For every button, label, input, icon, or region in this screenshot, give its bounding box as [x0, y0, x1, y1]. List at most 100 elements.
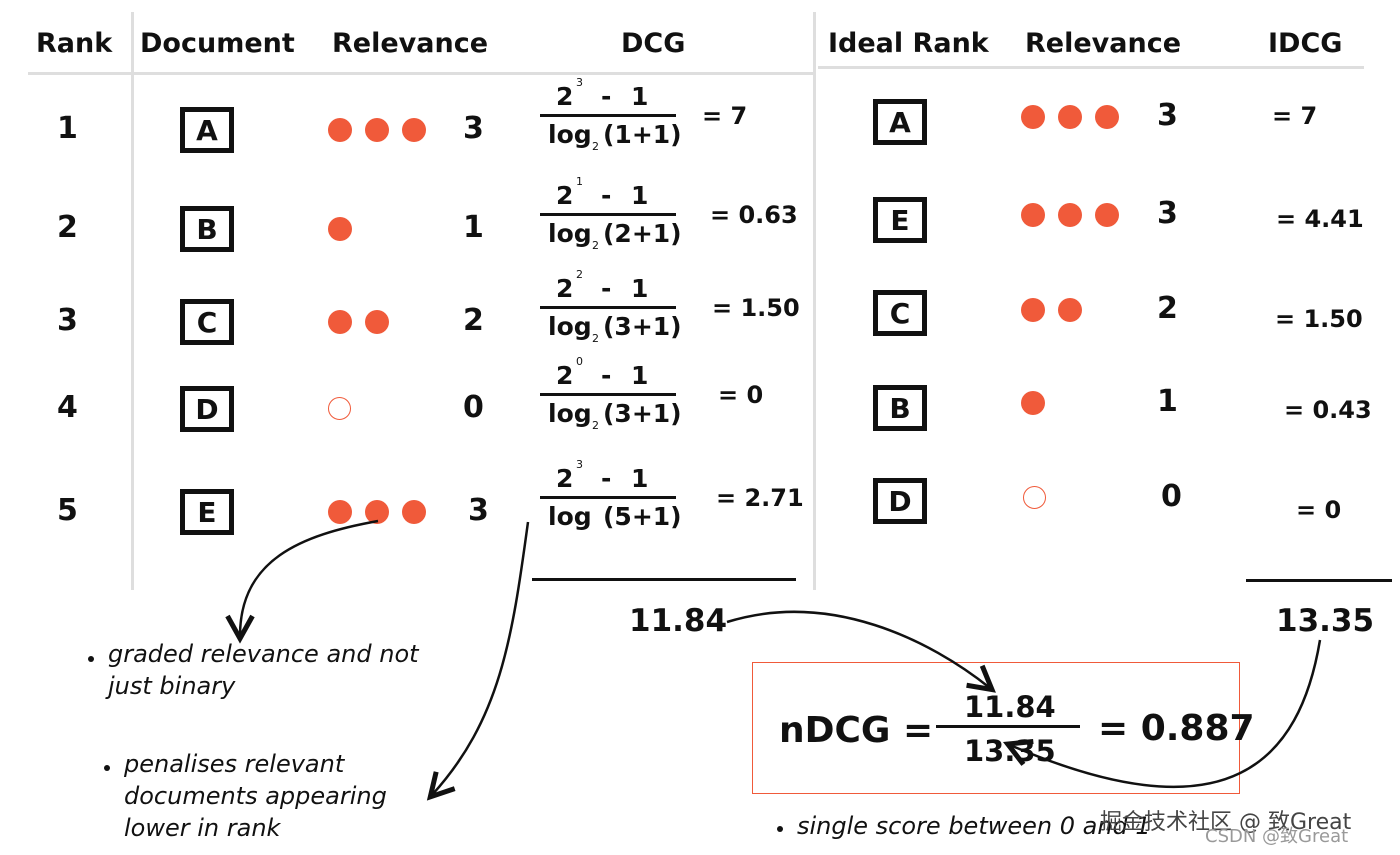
gain-exponent: 1 [576, 175, 583, 188]
bullet-graded [88, 656, 94, 662]
arrow-graded [240, 519, 379, 636]
document-box: B [180, 206, 234, 252]
document-box: C [180, 299, 234, 345]
ideal-relevance-dot [1058, 298, 1082, 322]
log-argument: (3+1) [603, 312, 682, 341]
header-rule-left [28, 72, 814, 75]
ideal-relevance-value: 3 [1157, 196, 1178, 231]
note-single: single score between 0 and 1 [797, 812, 1151, 840]
log-base: 2 [592, 332, 599, 345]
log-text: log [548, 120, 592, 149]
gain-one: 1 [631, 361, 649, 390]
bullet-penalises [104, 765, 110, 771]
document-box: E [180, 489, 234, 535]
log-base: 2 [592, 140, 599, 153]
dcg-total: 11.84 [629, 603, 728, 639]
document-box: A [180, 107, 234, 153]
relevance-dot [328, 118, 352, 142]
relevance-dot [402, 500, 426, 524]
gain-exponent: 3 [576, 76, 583, 89]
ndcg-fraction-bar [936, 725, 1080, 728]
relevance-value: 3 [463, 111, 484, 146]
ideal-document-box: D [873, 478, 927, 524]
ideal-relevance-dot [1021, 391, 1045, 415]
ideal-relevance-dot [1095, 203, 1119, 227]
header-relevance-ideal: Relevance [1025, 28, 1182, 59]
rank-number: 1 [57, 111, 78, 146]
ideal-relevance-dot [1021, 203, 1045, 227]
ideal-relevance-value: 3 [1157, 98, 1178, 133]
header-rule-right [818, 66, 1364, 69]
log-text: log [548, 399, 592, 428]
header-rank: Rank [36, 28, 113, 59]
rank-number: 2 [57, 210, 78, 245]
ideal-relevance-dot [1021, 298, 1045, 322]
column-divider-2 [813, 12, 816, 590]
note-penal-line3: lower in rank [124, 814, 281, 842]
ideal-document-box: C [873, 290, 927, 336]
ideal-relevance-dot [1021, 105, 1045, 129]
gain-one: 1 [631, 274, 649, 303]
relevance-value: 0 [463, 390, 484, 425]
idcg-term-result: = 1.50 [1275, 305, 1363, 333]
header-ideal-rank: Ideal Rank [828, 28, 989, 59]
log-text: log [548, 219, 592, 248]
dcg-term-result: = 7 [702, 102, 748, 130]
gain-exponent: 2 [576, 268, 583, 281]
log-argument: (2+1) [603, 219, 682, 248]
arrow-dcg-to-num [726, 610, 990, 688]
arrow-penalises [432, 521, 530, 795]
header-relevance: Relevance [332, 28, 489, 59]
gain-one: 1 [631, 464, 649, 493]
idcg-total: 13.35 [1276, 603, 1375, 639]
header-dcg: DCG [621, 28, 686, 59]
idcg-term-result: = 0.43 [1284, 396, 1372, 424]
relevance-dot [328, 217, 352, 241]
ideal-relevance-value: 0 [1161, 479, 1182, 514]
header-idcg: IDCG [1268, 28, 1343, 59]
idcg-term-result: = 4.41 [1276, 205, 1364, 233]
log-text: log [548, 502, 592, 531]
gain-base: 2 [556, 361, 574, 390]
ideal-relevance-dot [1058, 203, 1082, 227]
ndcg-label: nDCG = [779, 710, 934, 751]
document-box: D [180, 386, 234, 432]
relevance-dot [328, 310, 352, 334]
watermark-line1: 掘金技术社区 @ 致Great [1100, 810, 1352, 835]
watermark-line2: CSDN @致Great [1205, 826, 1349, 847]
note-penal-line1: penalises relevant [124, 750, 345, 778]
fraction-bar [540, 213, 676, 216]
dcg-term-result: = 1.50 [712, 294, 800, 322]
gain-exponent: 0 [576, 355, 583, 368]
relevance-dot [365, 118, 389, 142]
ideal-relevance-value: 2 [1157, 291, 1178, 326]
relevance-dot-empty [328, 397, 351, 420]
relevance-dot [328, 500, 352, 524]
column-divider-1 [131, 12, 134, 590]
note-graded-line2: just binary [108, 672, 236, 700]
gain-base: 2 [556, 464, 574, 493]
dcg-term-result: = 2.71 [716, 484, 804, 512]
log-argument: (1+1) [603, 120, 682, 149]
bullet-single [777, 826, 783, 832]
ideal-document-box: B [873, 385, 927, 431]
ideal-document-box: A [873, 99, 927, 145]
note-graded-line1: graded relevance and not [108, 640, 419, 668]
ndcg-box [752, 662, 1240, 794]
gain-base: 2 [556, 274, 574, 303]
rank-number: 5 [57, 493, 78, 528]
log-text: log [548, 312, 592, 341]
ndcg-numerator: 11.84 [964, 690, 1056, 724]
idcg-term-result: = 0 [1296, 496, 1342, 524]
note-penal-line2: documents appearing [124, 782, 387, 810]
idcg-term-result: = 7 [1272, 102, 1318, 130]
fraction-bar [540, 496, 676, 499]
gain-one: 1 [631, 181, 649, 210]
relevance-value: 3 [468, 493, 489, 528]
gain-base: 2 [556, 82, 574, 111]
ideal-relevance-dot [1058, 105, 1082, 129]
idcg-sum-rule [1246, 579, 1392, 582]
fraction-bar [540, 306, 676, 309]
gain-minus: - [601, 274, 612, 303]
